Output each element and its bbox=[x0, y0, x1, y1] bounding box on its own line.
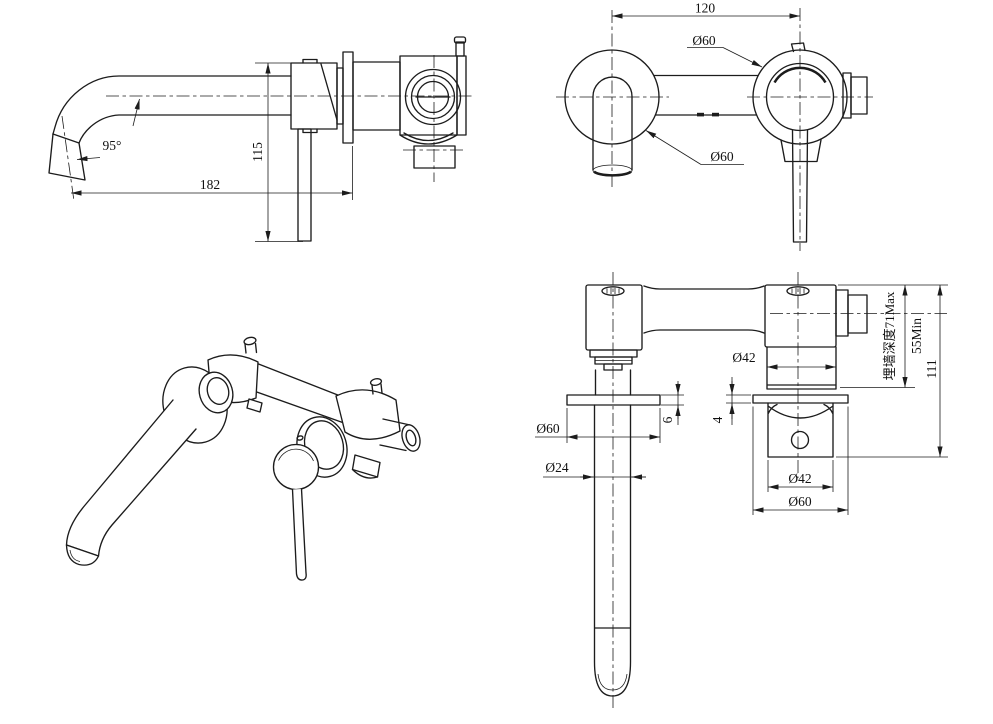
inst-bar-bottom bbox=[643, 329, 765, 334]
ext-lines-valve-flange bbox=[752, 406, 849, 515]
inst-outlet-port bbox=[847, 294, 868, 334]
dim-valve-flange-dia: Ø60 bbox=[788, 494, 811, 509]
inst-valve-socket-hatch bbox=[791, 288, 805, 294]
iso-valve-body bbox=[335, 389, 401, 440]
inst-spout-adapter-1 bbox=[589, 349, 638, 358]
dim-escutcheon-upper: Ø60 bbox=[692, 33, 715, 48]
iso-screw-left-stem bbox=[244, 342, 258, 354]
dim-spout-flange-dia: Ø60 bbox=[536, 421, 559, 436]
iso-connecting-bar bbox=[253, 362, 349, 424]
bar-break-tick-2 bbox=[712, 112, 719, 117]
side-view: 115 182 95° bbox=[48, 36, 473, 242]
inst-valve-hex-socket bbox=[786, 286, 810, 296]
dim-spout-flange-thickness: 6 bbox=[660, 416, 675, 423]
dim-spout-pipe-dia: Ø24 bbox=[545, 460, 568, 475]
inst-spout-aerator bbox=[597, 673, 628, 691]
dim-escutcheon-lower: Ø60 bbox=[710, 149, 733, 164]
iso-screw-left bbox=[243, 336, 257, 346]
inst-valve-top-block bbox=[764, 284, 837, 348]
leader-angle-upper bbox=[132, 98, 140, 127]
iso-handle-cap-rim bbox=[278, 448, 314, 462]
wall-flange bbox=[342, 51, 354, 144]
cartridge-outer-circle bbox=[404, 68, 462, 126]
inst-valve-flange bbox=[752, 394, 849, 404]
iso-handle-cap bbox=[272, 443, 320, 491]
valve-top-notch bbox=[790, 42, 806, 53]
front-view: 120 Ø60 Ø60 bbox=[556, 1, 873, 251]
inst-spout-flange bbox=[566, 394, 661, 406]
iso-spout-tip-rim bbox=[69, 549, 81, 562]
dim-spout-angle: 95° bbox=[103, 138, 122, 153]
spout-front-profile bbox=[592, 76, 633, 171]
cartridge-mid-circle bbox=[410, 74, 456, 120]
dim-valve-body-dia: Ø42 bbox=[732, 350, 755, 365]
end-cap bbox=[456, 55, 467, 136]
iso-valve-base-arc bbox=[351, 468, 379, 479]
bleed-knob bbox=[453, 36, 467, 44]
leader-angle-lower bbox=[76, 156, 101, 162]
inst-spout-socket-hatch bbox=[606, 288, 620, 294]
dim-embed-depth-min: 55Min bbox=[909, 318, 924, 354]
ext-lines-depth bbox=[836, 284, 948, 458]
body-skirt-arcs bbox=[399, 132, 458, 145]
dim-valve-flange-thickness: 4 bbox=[710, 416, 725, 423]
dim-handle-cap-dia: Ø42 bbox=[788, 471, 811, 486]
iso-screw-right-stem bbox=[371, 383, 383, 395]
wall-bar-edges bbox=[653, 74, 759, 116]
inst-handle-cap bbox=[767, 402, 834, 458]
inst-lever-hole bbox=[790, 430, 810, 450]
inst-bar-top bbox=[643, 285, 765, 290]
inst-spout-hex-socket bbox=[601, 286, 625, 296]
spout-mouth-arc bbox=[593, 170, 632, 177]
dim-embed-depth-max: 埋墙深度71Max bbox=[882, 291, 897, 380]
spout-cut-line bbox=[52, 133, 80, 144]
iso-handle-rod bbox=[291, 488, 307, 581]
inst-outlet-flange bbox=[835, 289, 849, 337]
iso-spout-tip-cap bbox=[65, 544, 100, 566]
iso-spout-tube-fill bbox=[66, 400, 196, 556]
outlet-port-front bbox=[850, 76, 868, 115]
iso-outlet-sides bbox=[379, 418, 411, 452]
ext-lines-thickness-4 bbox=[726, 377, 751, 425]
dim-total-depth: 111 bbox=[924, 359, 939, 378]
valve-block-chamfer bbox=[320, 63, 338, 121]
bar-break-tick-1 bbox=[697, 112, 704, 117]
centerline-spout-tip bbox=[61, 115, 75, 202]
valve-block-bosses bbox=[302, 58, 318, 134]
spout-tip bbox=[48, 133, 86, 181]
iso-outlet-bore bbox=[405, 429, 417, 447]
leader-escutcheon-lower bbox=[645, 130, 702, 165]
inst-spout-pipe-upper bbox=[594, 369, 632, 396]
handle-lever-front bbox=[791, 129, 809, 243]
iso-spout-cone-inner bbox=[206, 377, 230, 405]
inst-valve-body-mid bbox=[766, 346, 837, 390]
handle-lever bbox=[297, 128, 312, 242]
ext-lines-115 bbox=[255, 62, 303, 242]
iso-spout-port bbox=[246, 398, 263, 413]
spout-inner-curve bbox=[78, 114, 292, 144]
handle-boss-trapezoid bbox=[780, 139, 822, 163]
dim-height-115: 115 bbox=[250, 142, 265, 162]
inlet-hex-adapter bbox=[413, 145, 456, 169]
iso-screw-right bbox=[369, 377, 383, 387]
spout-outer-curve bbox=[52, 75, 292, 135]
installation-section-view: Ø60 Ø24 6 Ø42 4 Ø42 Ø60 埋墙深度71Max 55Min … bbox=[535, 272, 948, 710]
dim-reach-182: 182 bbox=[200, 177, 220, 192]
iso-handle-pin-hole bbox=[296, 435, 304, 441]
inst-spout-pipe bbox=[593, 404, 632, 697]
isometric-view bbox=[65, 336, 421, 581]
iso-outlet-rim bbox=[401, 424, 421, 452]
bleed-stem bbox=[455, 41, 465, 57]
dim-spacing-120: 120 bbox=[695, 1, 716, 16]
leader-escutcheon-upper bbox=[722, 47, 763, 68]
